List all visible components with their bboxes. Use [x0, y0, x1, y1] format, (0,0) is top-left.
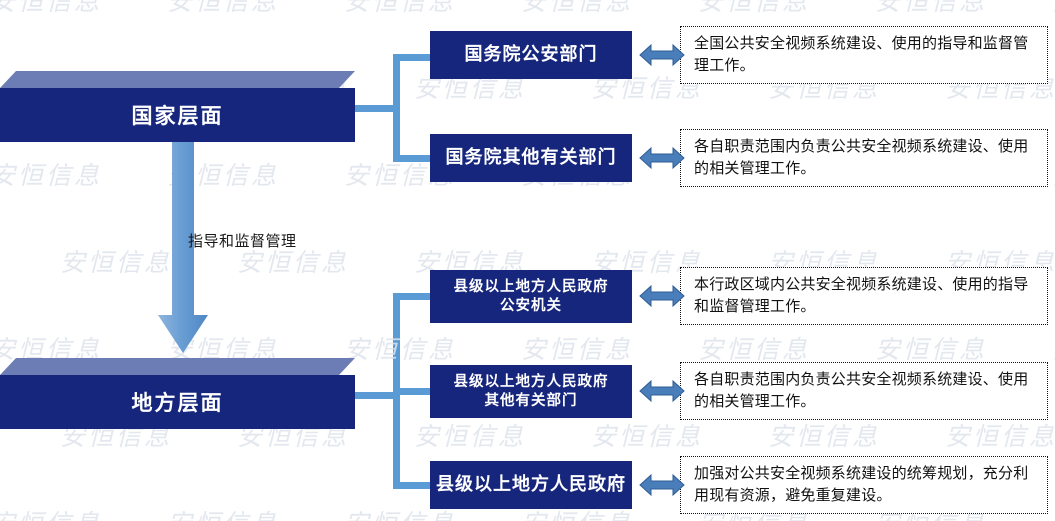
- level-box-local-top-face: [0, 358, 355, 375]
- connector-local-branch-2: [393, 388, 433, 395]
- watermark-text: 安恒信息: [0, 504, 102, 521]
- double-arrow-icon-local-2: [639, 379, 685, 403]
- watermark-text: 安恒信息: [167, 504, 279, 521]
- desc-box-local-2-text: 各自职责范围内负责公共安全视频系统建设、使用的相关管理工作。: [694, 371, 1029, 410]
- level-box-local-label: 地方层面: [131, 392, 224, 415]
- desc-box-national-1: 全国公共安全视频系统建设、使用的指导和监督管理工作。: [680, 26, 1048, 84]
- watermark-text: 安恒信息: [167, 0, 280, 16]
- watermark-text: 安恒信息: [521, 337, 634, 364]
- connector-local-branch-3: [393, 482, 433, 489]
- level-box-national[interactable]: 国家层面: [0, 71, 355, 142]
- org-box-local-3[interactable]: 县级以上地方人民政府: [430, 461, 632, 509]
- watermark-text: 安恒信息: [0, 0, 103, 16]
- watermark-text: 安恒信息: [344, 337, 457, 364]
- org-box-national-1[interactable]: 国务院公安部门: [430, 31, 632, 79]
- org-box-local-2-line-2: 其他有关部门: [484, 392, 578, 409]
- org-box-local-2[interactable]: 县级以上地方人民政府 其他有关部门: [430, 365, 632, 418]
- double-arrow-icon-national-1: [639, 43, 685, 67]
- watermark-text: 安恒信息: [768, 424, 881, 451]
- org-box-national-1-label: 国务院公安部门: [464, 44, 598, 65]
- org-box-national-2[interactable]: 国务院其他有关部门: [430, 134, 632, 182]
- org-box-local-1[interactable]: 县级以上地方人民政府 公安机关: [430, 270, 632, 323]
- desc-box-national-2: 各自职责范围内负责公共安全视频系统建设、使用的相关管理工作。: [680, 129, 1048, 187]
- desc-box-local-3: 加强对公共安全视频系统建设的统筹规划，充分利用现有资源，避免重复建设。: [680, 456, 1048, 514]
- connector-national-stem: [352, 105, 400, 112]
- watermark-text: 安恒信息: [698, 0, 811, 16]
- flow-label: 指导和监督管理: [188, 233, 297, 250]
- connector-local-stem: [352, 392, 400, 399]
- watermark-text: 安恒信息: [945, 424, 1055, 451]
- watermark-text: 安恒信息: [0, 163, 103, 190]
- desc-box-national-2-text: 各自职责范围内负责公共安全视频系统建设、使用的相关管理工作。: [694, 138, 1029, 177]
- org-box-local-2-line-1: 县级以上地方人民政府: [453, 373, 609, 390]
- org-box-local-1-line-2: 公安机关: [500, 297, 562, 314]
- desc-box-national-1-text: 全国公共安全视频系统建设、使用的指导和监督管理工作。: [694, 35, 1029, 74]
- connector-national-branch-1: [393, 54, 433, 61]
- connector-local-branch-1: [393, 293, 433, 300]
- double-arrow-icon-local-1: [639, 284, 685, 308]
- watermark-text: 安恒信息: [521, 0, 634, 16]
- watermark-text: 安恒信息: [875, 337, 988, 364]
- watermark-text: 安恒信息: [591, 424, 704, 451]
- connector-national-branch-2: [393, 155, 433, 162]
- level-box-national-top-face: [0, 71, 355, 88]
- org-box-local-3-label: 县级以上地方人民政府: [436, 474, 626, 495]
- level-box-local-face: 地方层面: [0, 375, 355, 429]
- watermark-text: 安恒信息: [414, 424, 527, 451]
- desc-box-local-3-text: 加强对公共安全视频系统建设的统筹规划，充分利用现有资源，避免重复建设。: [694, 465, 1029, 504]
- level-box-national-label: 国家层面: [131, 105, 224, 128]
- watermark-text: 安恒信息: [698, 337, 811, 364]
- connector-national-vertical: [393, 54, 400, 162]
- org-box-local-1-line-1: 县级以上地方人民政府: [453, 278, 609, 295]
- level-box-national-face: 国家层面: [0, 88, 355, 142]
- double-arrow-icon-national-2: [639, 146, 685, 170]
- double-arrow-icon-local-3: [639, 473, 685, 497]
- watermark-text: 安恒信息: [344, 0, 457, 16]
- level-box-local[interactable]: 地方层面: [0, 358, 355, 429]
- org-box-national-2-label: 国务院其他有关部门: [445, 147, 617, 168]
- flow-down-arrow: [158, 140, 208, 353]
- org-box-local-2-label: 县级以上地方人民政府 其他有关部门: [454, 373, 609, 410]
- org-box-local-1-label: 县级以上地方人民政府 公安机关: [454, 278, 609, 315]
- watermark-text: 安恒信息: [875, 0, 988, 16]
- desc-box-local-2: 各自职责范围内负责公共安全视频系统建设、使用的相关管理工作。: [680, 362, 1048, 420]
- desc-box-local-1-text: 本行政区域内公共安全视频系统建设、使用的指导和监督管理工作。: [694, 276, 1029, 315]
- desc-box-local-1: 本行政区域内公共安全视频系统建设、使用的指导和监督管理工作。: [680, 267, 1048, 325]
